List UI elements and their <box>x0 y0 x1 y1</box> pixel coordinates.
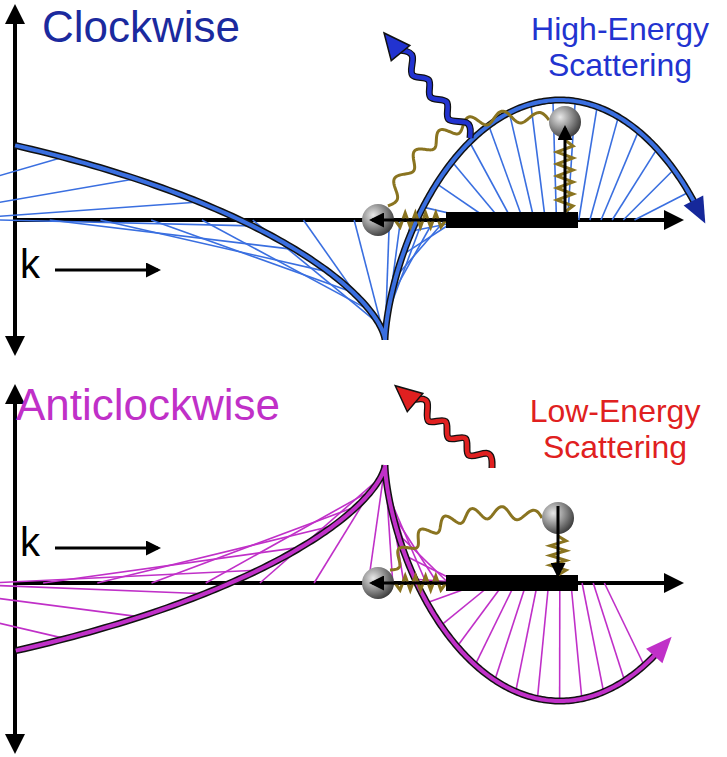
field-spoke <box>634 192 688 220</box>
motion-arrow <box>55 547 158 550</box>
motion-arrow <box>557 506 560 575</box>
field-spoke <box>0 570 258 583</box>
helix-curve <box>16 465 662 701</box>
field-spoke <box>509 113 534 220</box>
field-spoke <box>0 202 199 220</box>
field-spoke <box>0 583 65 639</box>
axis-arrow <box>13 8 17 352</box>
photon-arrowhead <box>384 33 410 61</box>
axis-arrow <box>15 581 680 585</box>
helix-outline <box>15 100 699 340</box>
photon-outline <box>412 399 492 468</box>
field-spoke <box>582 583 604 692</box>
motion-arrow <box>372 582 455 585</box>
motion-arrow <box>55 269 158 272</box>
molecule-bar <box>446 575 578 591</box>
photon-arrowhead <box>395 386 423 412</box>
scattering-label: Low-Energy Scattering <box>515 394 715 466</box>
wavevector-label: k <box>20 520 50 565</box>
helix-arrowhead <box>684 195 706 223</box>
helix-outline <box>16 465 662 701</box>
helix-arrowhead <box>646 637 672 664</box>
field-spoke <box>0 220 252 226</box>
axis-arrow <box>13 388 17 750</box>
photon-wave <box>412 399 492 468</box>
field-spoke <box>571 583 582 699</box>
motion-arrow <box>372 219 455 222</box>
field-spoke <box>593 583 624 681</box>
field-spoke <box>0 179 136 220</box>
field-spoke <box>206 490 372 583</box>
photon-wave <box>398 50 471 138</box>
axis-arrow <box>15 218 680 222</box>
field-spoke <box>260 477 381 583</box>
helix-curve <box>15 100 699 340</box>
field-spoke <box>151 220 353 293</box>
field-spoke <box>0 157 63 220</box>
helix-wave <box>0 465 672 701</box>
field-spoke <box>475 583 515 665</box>
bend-spring <box>390 507 542 570</box>
field-spoke <box>202 220 370 310</box>
field-spoke <box>604 583 644 665</box>
field-spoke <box>537 583 548 699</box>
wavevector-label: k <box>20 242 50 287</box>
field-spoke <box>489 125 523 220</box>
photon-outline <box>398 50 471 138</box>
field-spoke <box>452 162 501 220</box>
molecule-bar <box>446 212 578 228</box>
field-spoke <box>516 583 538 692</box>
field-spoke <box>531 104 545 220</box>
field-spoke <box>470 142 512 220</box>
panel-title: Anticlockwise <box>16 380 346 429</box>
field-spoke <box>0 583 205 594</box>
field-spoke <box>457 583 504 646</box>
scattering-label: High-Energy Scattering <box>520 12 720 84</box>
field-spoke <box>97 525 334 583</box>
helix-wave <box>0 100 705 340</box>
panel-title: Clockwise <box>42 2 362 51</box>
motion-arrow <box>564 128 567 222</box>
field-spoke <box>559 583 561 701</box>
field-spoke <box>590 117 618 220</box>
